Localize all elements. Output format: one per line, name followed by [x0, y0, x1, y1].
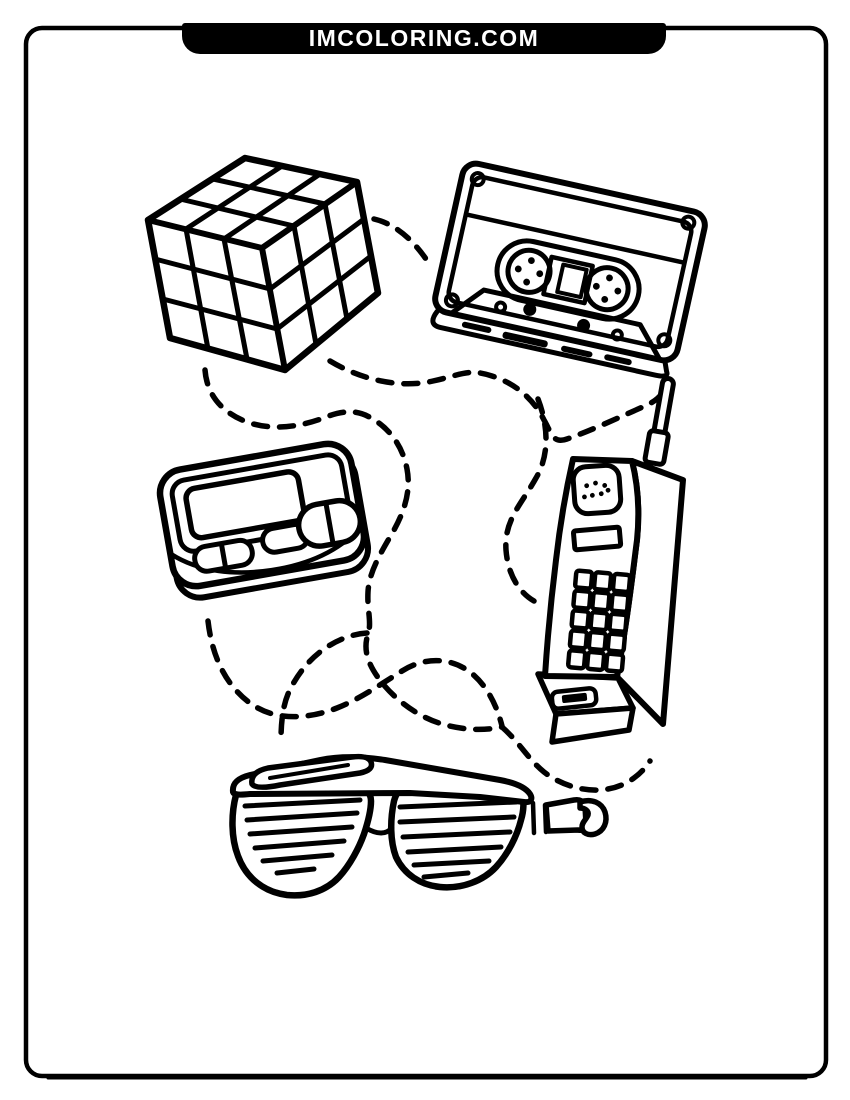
cassette-bottom-slots: [461, 321, 632, 366]
pager-buttons: [192, 497, 364, 574]
sunglasses-right-temple: [530, 797, 609, 838]
phone-earpiece: [570, 462, 624, 517]
phone-antenna: [642, 375, 676, 467]
pager-illustration: [156, 440, 372, 601]
phone-keypad: [565, 568, 633, 674]
cassette-tape-illustration: [430, 160, 708, 379]
phone-mic-grill: [549, 686, 599, 711]
site-banner: IMCOLORING.COM: [182, 23, 666, 54]
sunglasses-folded-arm: [249, 753, 375, 790]
dashed-connector-lines: [202, 216, 668, 793]
site-name-text: IMCOLORING.COM: [308, 25, 540, 51]
cassette-screws: [443, 171, 697, 349]
page-border: [23, 25, 829, 1080]
phone-display: [570, 524, 624, 553]
brick-phone-illustration: [535, 375, 686, 745]
rubiks-cube-illustration: [144, 154, 382, 374]
shutter-shades-illustration: [229, 753, 609, 899]
sunglasses-slats: [242, 797, 519, 880]
